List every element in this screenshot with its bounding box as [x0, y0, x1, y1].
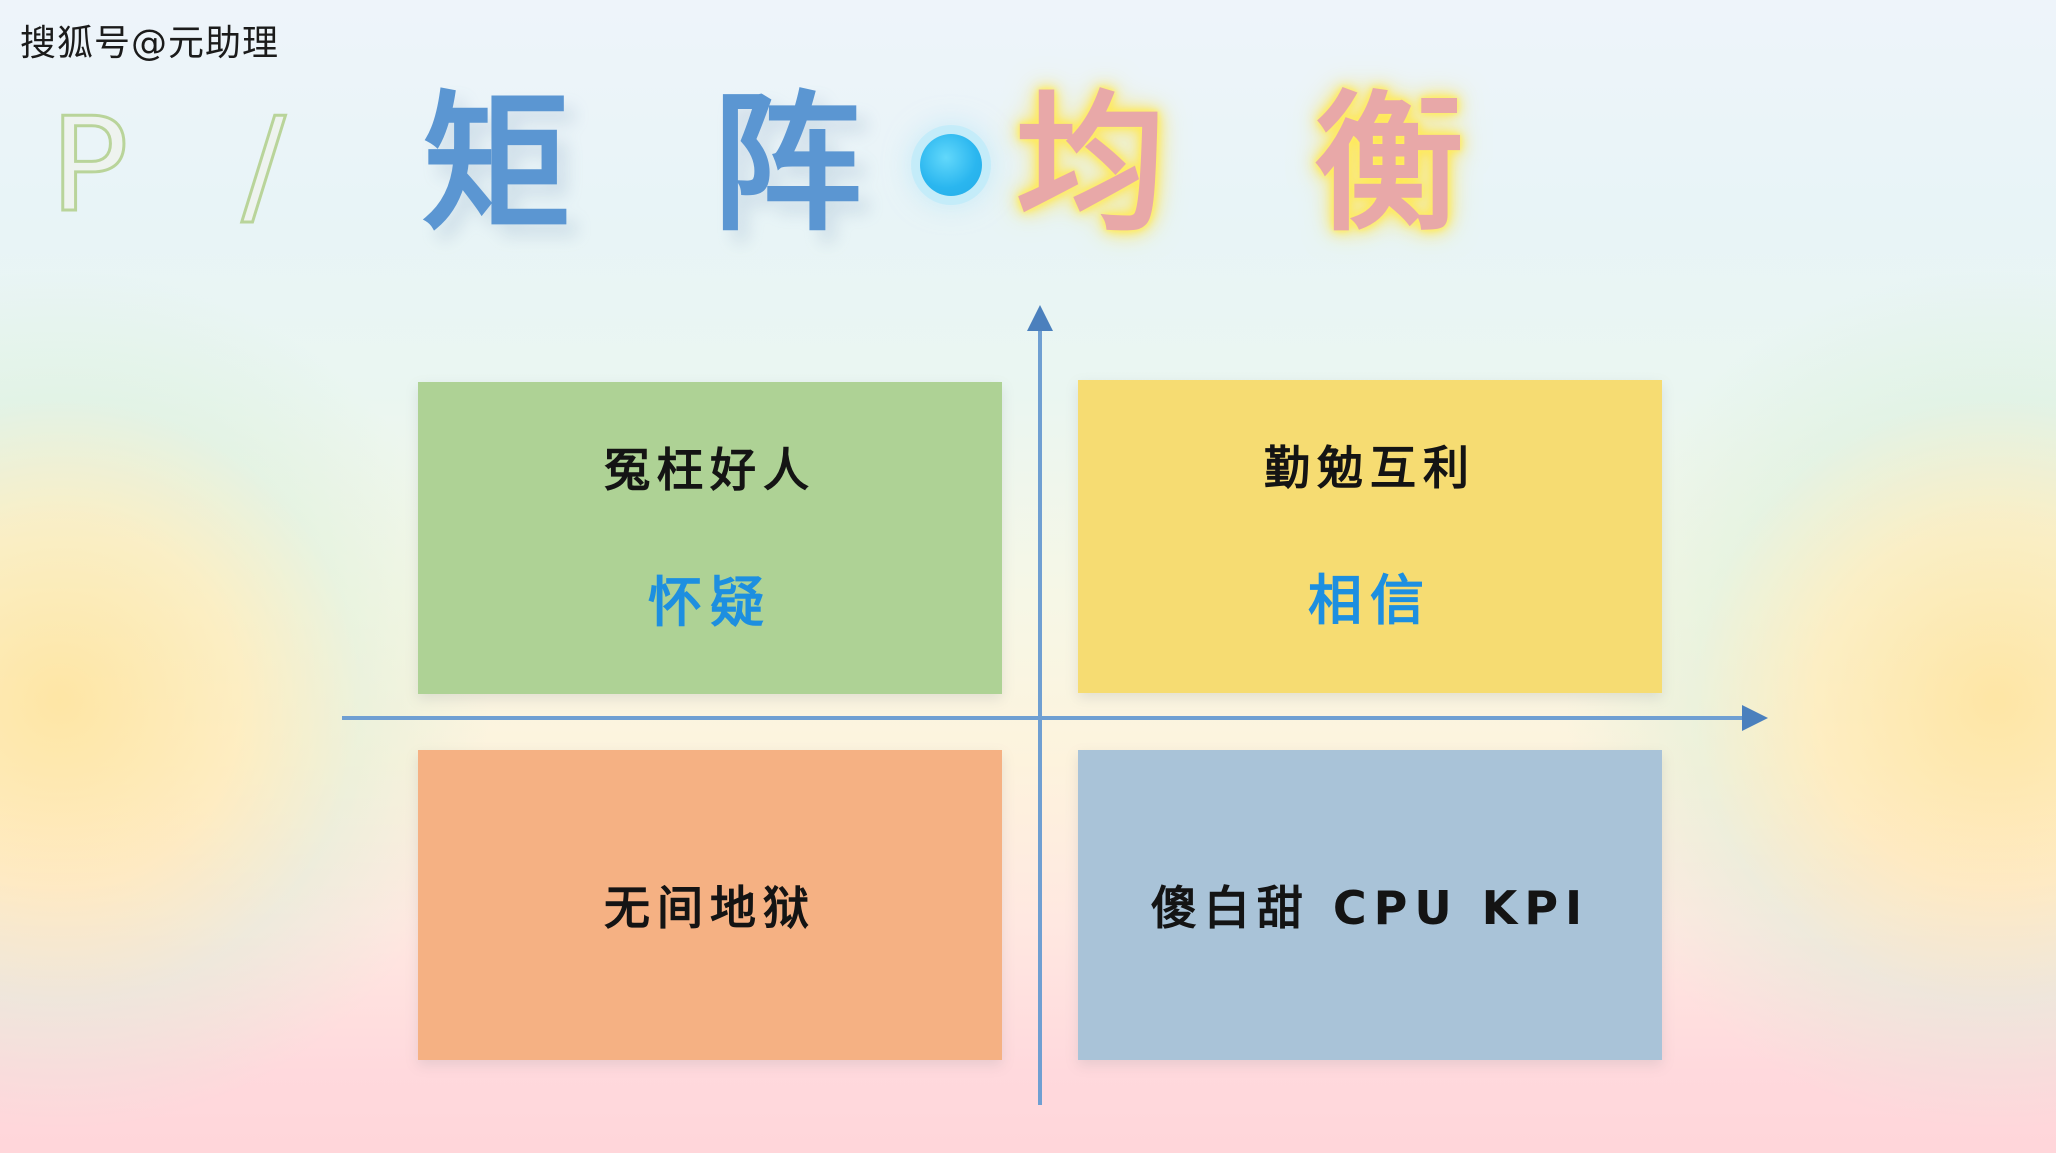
blue-dot-icon	[919, 134, 982, 196]
arrow-up-icon	[1027, 305, 1053, 331]
title-row: P / 矩 阵 均 衡	[0, 70, 1700, 260]
quadrant-top-right[interactable]: 勤勉互利 相信	[1078, 380, 1662, 693]
quadrant-label: 无间地狱	[604, 881, 816, 935]
quadrant-label: 冤枉好人	[604, 442, 816, 497]
quadrant-sublabel: 怀疑	[648, 570, 772, 634]
quadrant-bottom-left[interactable]: 无间地狱	[418, 750, 1002, 1060]
title-blue-text: 矩 阵	[421, 78, 906, 252]
quadrant-top-left[interactable]: 冤枉好人 怀疑	[418, 382, 1002, 694]
arrow-right-icon	[1742, 705, 1768, 731]
title-pink-text: 均 衡	[1015, 78, 1512, 252]
quadrant-sublabel: 相信	[1308, 569, 1432, 632]
horizontal-axis	[342, 705, 1768, 731]
quadrant-label: 傻白甜 CPU KPI	[1150, 881, 1590, 935]
watermark-label: 搜狐号@元助理	[20, 23, 280, 64]
quadrant-label: 勤勉互利	[1264, 441, 1476, 495]
title-ghost-text: P /	[49, 89, 322, 241]
quadrant-bottom-right[interactable]: 傻白甜 CPU KPI	[1078, 750, 1662, 1060]
